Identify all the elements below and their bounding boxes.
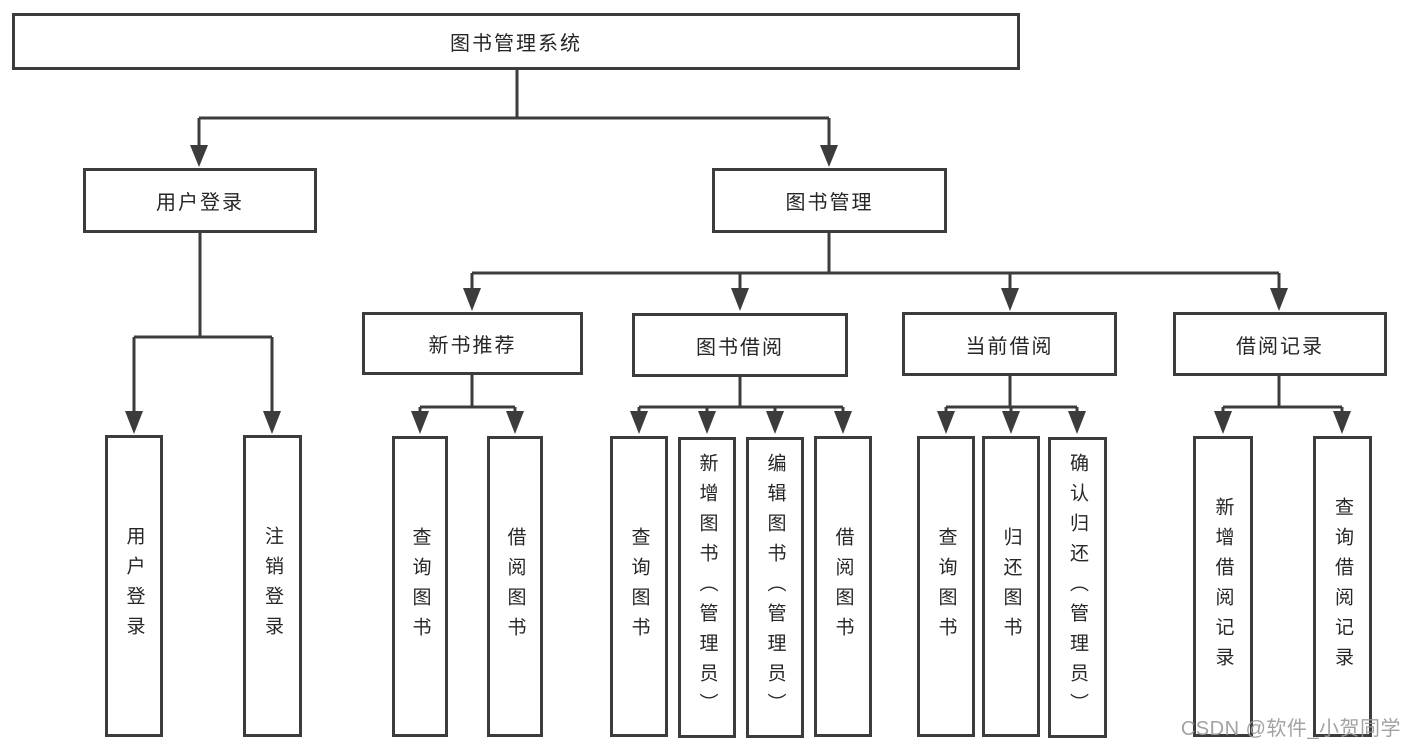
leaf-edit-books-admin: 编辑图书（管理员） [746,437,804,738]
leaf-borrow-books: 借阅图书 [814,436,872,737]
leaf-edit-books-admin-label: 编辑图书（管理员） [764,452,786,723]
leaf-borrow-books-label: 借阅图书 [832,526,854,647]
leaf-current-query-books: 查询图书 [917,436,975,737]
leaf-add-books-admin-label: 新增图书（管理员） [696,452,718,723]
node-current-borrow-label: 当前借阅 [965,335,1054,358]
leaf-confirm-return-admin: 确认归还（管理员） [1048,437,1107,738]
node-book-borrow-label: 图书借阅 [696,336,784,359]
leaf-add-books-admin: 新增图书（管理员） [678,437,736,738]
node-new-book-recommend: 新书推荐 [362,312,583,375]
node-borrow-record-label: 借阅记录 [1236,335,1324,358]
node-user-login-label: 用户登录 [156,192,244,214]
leaf-add-borrow-record: 新增借阅记录 [1193,436,1253,737]
leaf-return-books: 归还图书 [982,436,1040,737]
leaf-query-borrow-record-label: 查询借阅记录 [1332,496,1353,677]
node-book-management: 图书管理 [712,168,947,233]
leaf-user-login-label: 用户登录 [123,526,145,646]
leaf-recommend-query-books: 查询图书 [392,436,448,737]
node-new-book-recommend-label: 新书推荐 [428,335,517,357]
leaf-return-books-label: 归还图书 [1000,526,1022,647]
leaf-logout: 注销登录 [243,435,302,737]
node-book-borrow: 图书借阅 [632,313,848,377]
node-root-label: 图书管理系统 [450,33,582,55]
leaf-logout-label: 注销登录 [262,526,283,646]
leaf-recommend-borrow-books-label: 借阅图书 [504,526,526,647]
leaf-borrow-query-books-label: 查询图书 [628,526,650,647]
leaf-query-borrow-record: 查询借阅记录 [1313,436,1372,737]
leaf-add-borrow-record-label: 新增借阅记录 [1212,496,1234,677]
leaf-recommend-query-books-label: 查询图书 [409,526,431,647]
leaf-confirm-return-admin-label: 确认归还（管理员） [1067,452,1088,723]
leaf-current-query-books-label: 查询图书 [935,526,957,647]
node-current-borrow: 当前借阅 [902,312,1117,376]
watermark: CSDN @软件_小贺同学 [1180,718,1401,740]
node-root: 图书管理系统 [12,13,1020,70]
leaf-recommend-borrow-books: 借阅图书 [487,436,543,737]
leaf-borrow-query-books: 查询图书 [610,436,668,737]
node-user-login: 用户登录 [83,168,317,233]
leaf-user-login: 用户登录 [105,435,163,737]
node-borrow-record: 借阅记录 [1173,312,1387,376]
node-book-management-label: 图书管理 [785,192,874,214]
